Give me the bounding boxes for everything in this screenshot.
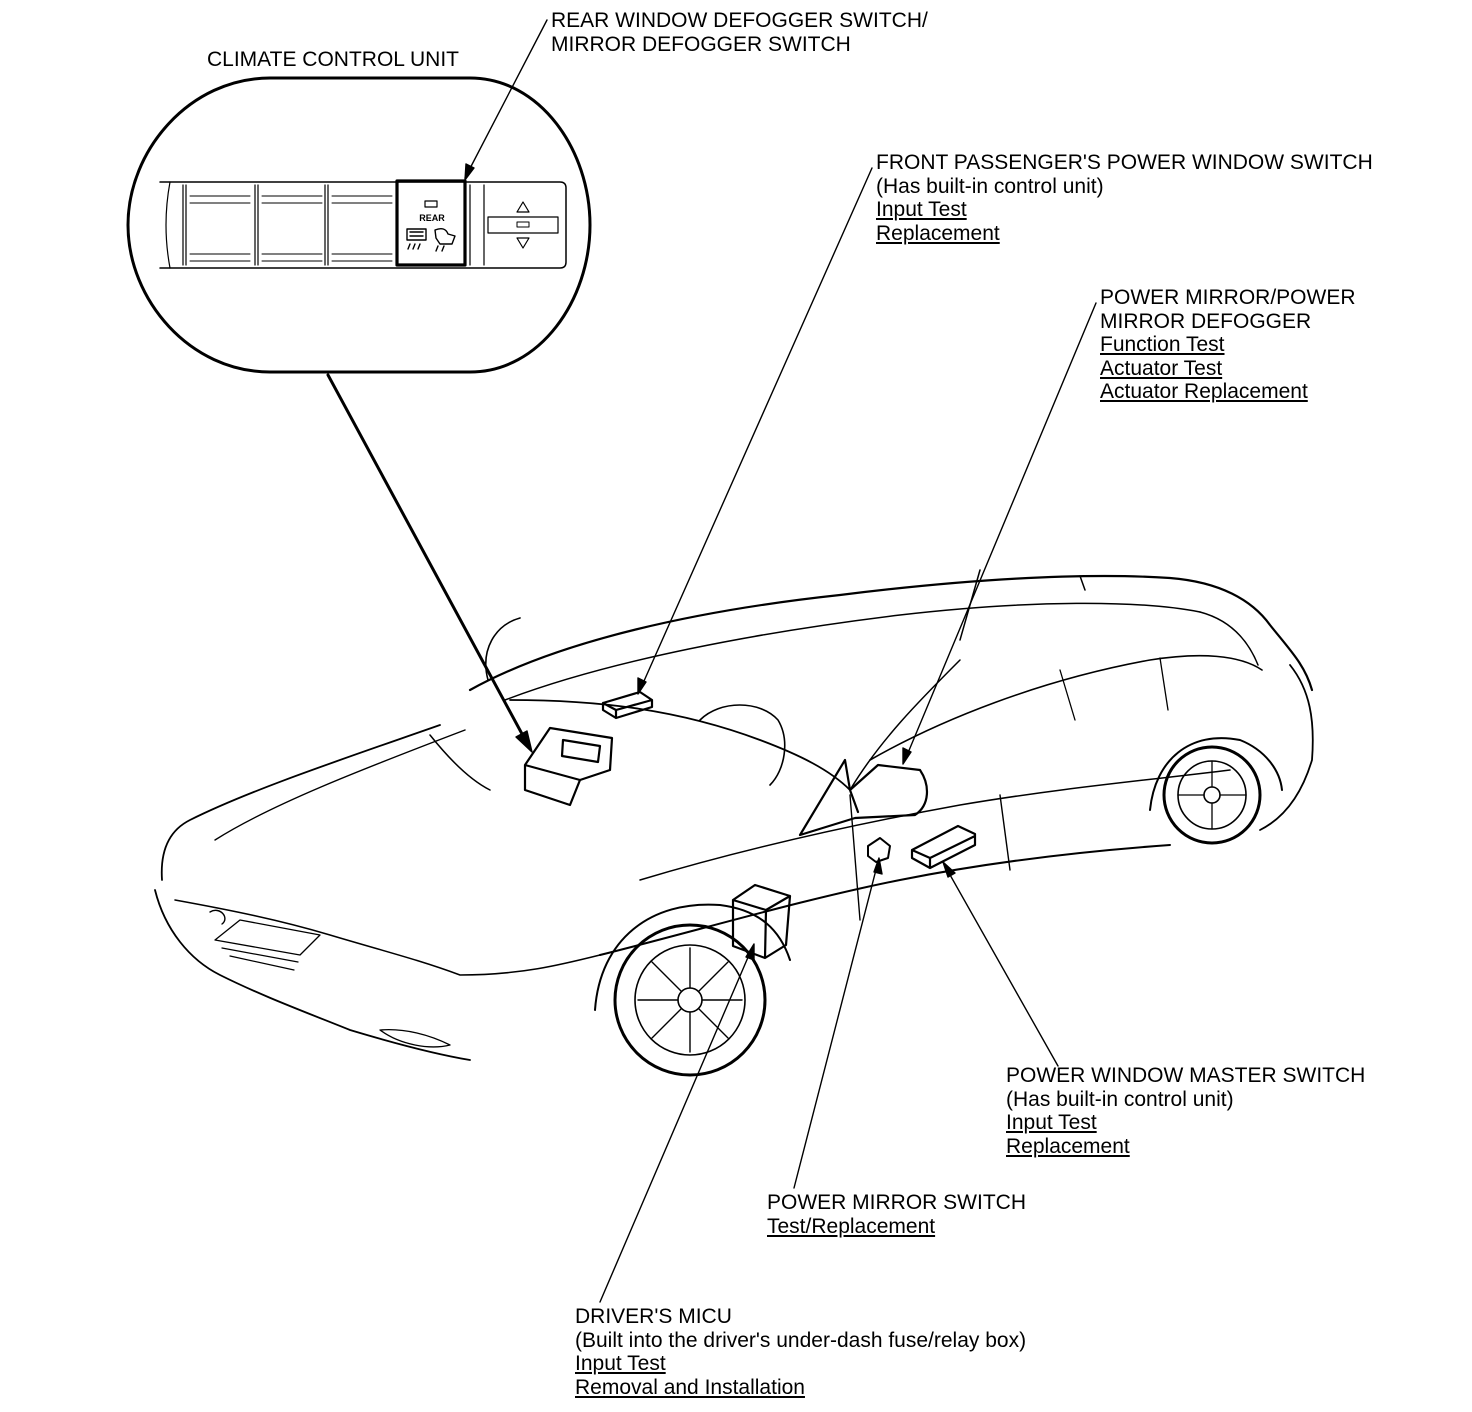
rear-defogger-title-line2: MIRROR DEFOGGER SWITCH [551,32,851,56]
front-wheel [613,923,767,1077]
micu-input-test-link[interactable]: Input Test [575,1352,666,1375]
label-power-mirror-switch: POWER MIRROR SWITCH Test/Replacement [767,1191,1026,1238]
arrowhead-icon [745,943,755,961]
inset-outline [126,76,592,374]
switch-panel-label: REAR [419,213,445,223]
mirror-switch-title: POWER MIRROR SWITCH [767,1191,1026,1214]
climate-control-inset: REAR [126,76,592,374]
actuator-test-link[interactable]: Actuator Test [1100,356,1223,380]
label-drivers-micu: DRIVER'S MICU (Built into the driver's u… [575,1305,1026,1399]
arrowhead-icon [902,747,912,765]
label-power-window-master: POWER WINDOW MASTER SWITCH (Has built-in… [1006,1064,1365,1158]
label-rear-defogger: REAR WINDOW DEFOGGER SWITCH/ MIRROR DEFO… [551,9,928,56]
climate-control-title: CLIMATE CONTROL UNIT [207,48,460,71]
master-switch-title: POWER WINDOW MASTER SWITCH [1006,1064,1366,1087]
power-mirror-title-line1: POWER MIRROR/POWER [1100,286,1356,309]
master-switch-note: (Has built-in control unit) [1006,1087,1234,1111]
leader-mirror-switch [793,861,879,1189]
arrowhead-icon [515,730,533,753]
defogger-icon [406,227,456,252]
power-mirror-switch-box [867,837,891,863]
leader-lines [326,19,1097,1303]
micu-title: DRIVER'S MICU [575,1305,732,1328]
defogger-button [395,179,467,267]
leader-climate-unit [326,373,530,747]
mirror-switch-test-replacement-link[interactable]: Test/Replacement [767,1214,936,1238]
front-passenger-title: FRONT PASSENGER'S POWER WINDOW SWITCH [876,151,1373,174]
leader-rear-defogger [464,19,548,179]
power-mirror-title-line2: MIRROR DEFOGGER [1100,309,1312,333]
master-switch-box [910,824,977,870]
arrowhead-icon [637,677,647,695]
front-passenger-replacement-link[interactable]: Replacement [876,221,1000,245]
mirror-assembly [798,758,928,837]
arrowhead-icon [873,857,883,875]
climate-unit-box [523,726,614,807]
actuator-replacement-link[interactable]: Actuator Replacement [1100,380,1308,403]
arrowhead-icon [942,861,956,878]
leader-front-passenger [639,167,873,691]
front-passenger-note: (Has built-in control unit) [876,174,1104,198]
front-passenger-input-test-link[interactable]: Input Test [876,198,967,221]
label-power-mirror-defogger: POWER MIRROR/POWER MIRROR DEFOGGER Funct… [1100,286,1356,404]
leader-micu [599,947,753,1303]
components [523,690,977,960]
micu-removal-installation-link[interactable]: Removal and Installation [575,1375,805,1399]
leader-power-mirror [904,302,1097,761]
master-switch-replacement-link[interactable]: Replacement [1006,1134,1130,1158]
car-body [154,569,1314,1077]
down-arrow-icon [516,237,530,249]
label-climate-control-unit: CLIMATE CONTROL UNIT [207,48,459,72]
micu-note: (Built into the driver's under-dash fuse… [575,1328,1027,1352]
rear-wheel [1162,745,1262,845]
master-switch-input-test-link[interactable]: Input Test [1006,1111,1097,1134]
leader-master-switch [944,865,1059,1067]
arrowhead-icon [464,163,475,181]
micu-box [731,883,792,960]
rear-defogger-title-line1: REAR WINDOW DEFOGGER SWITCH/ [551,9,928,32]
label-front-passenger-switch: FRONT PASSENGER'S POWER WINDOW SWITCH (H… [876,151,1373,245]
up-arrow-icon [516,201,530,213]
function-test-link[interactable]: Function Test [1100,333,1225,356]
